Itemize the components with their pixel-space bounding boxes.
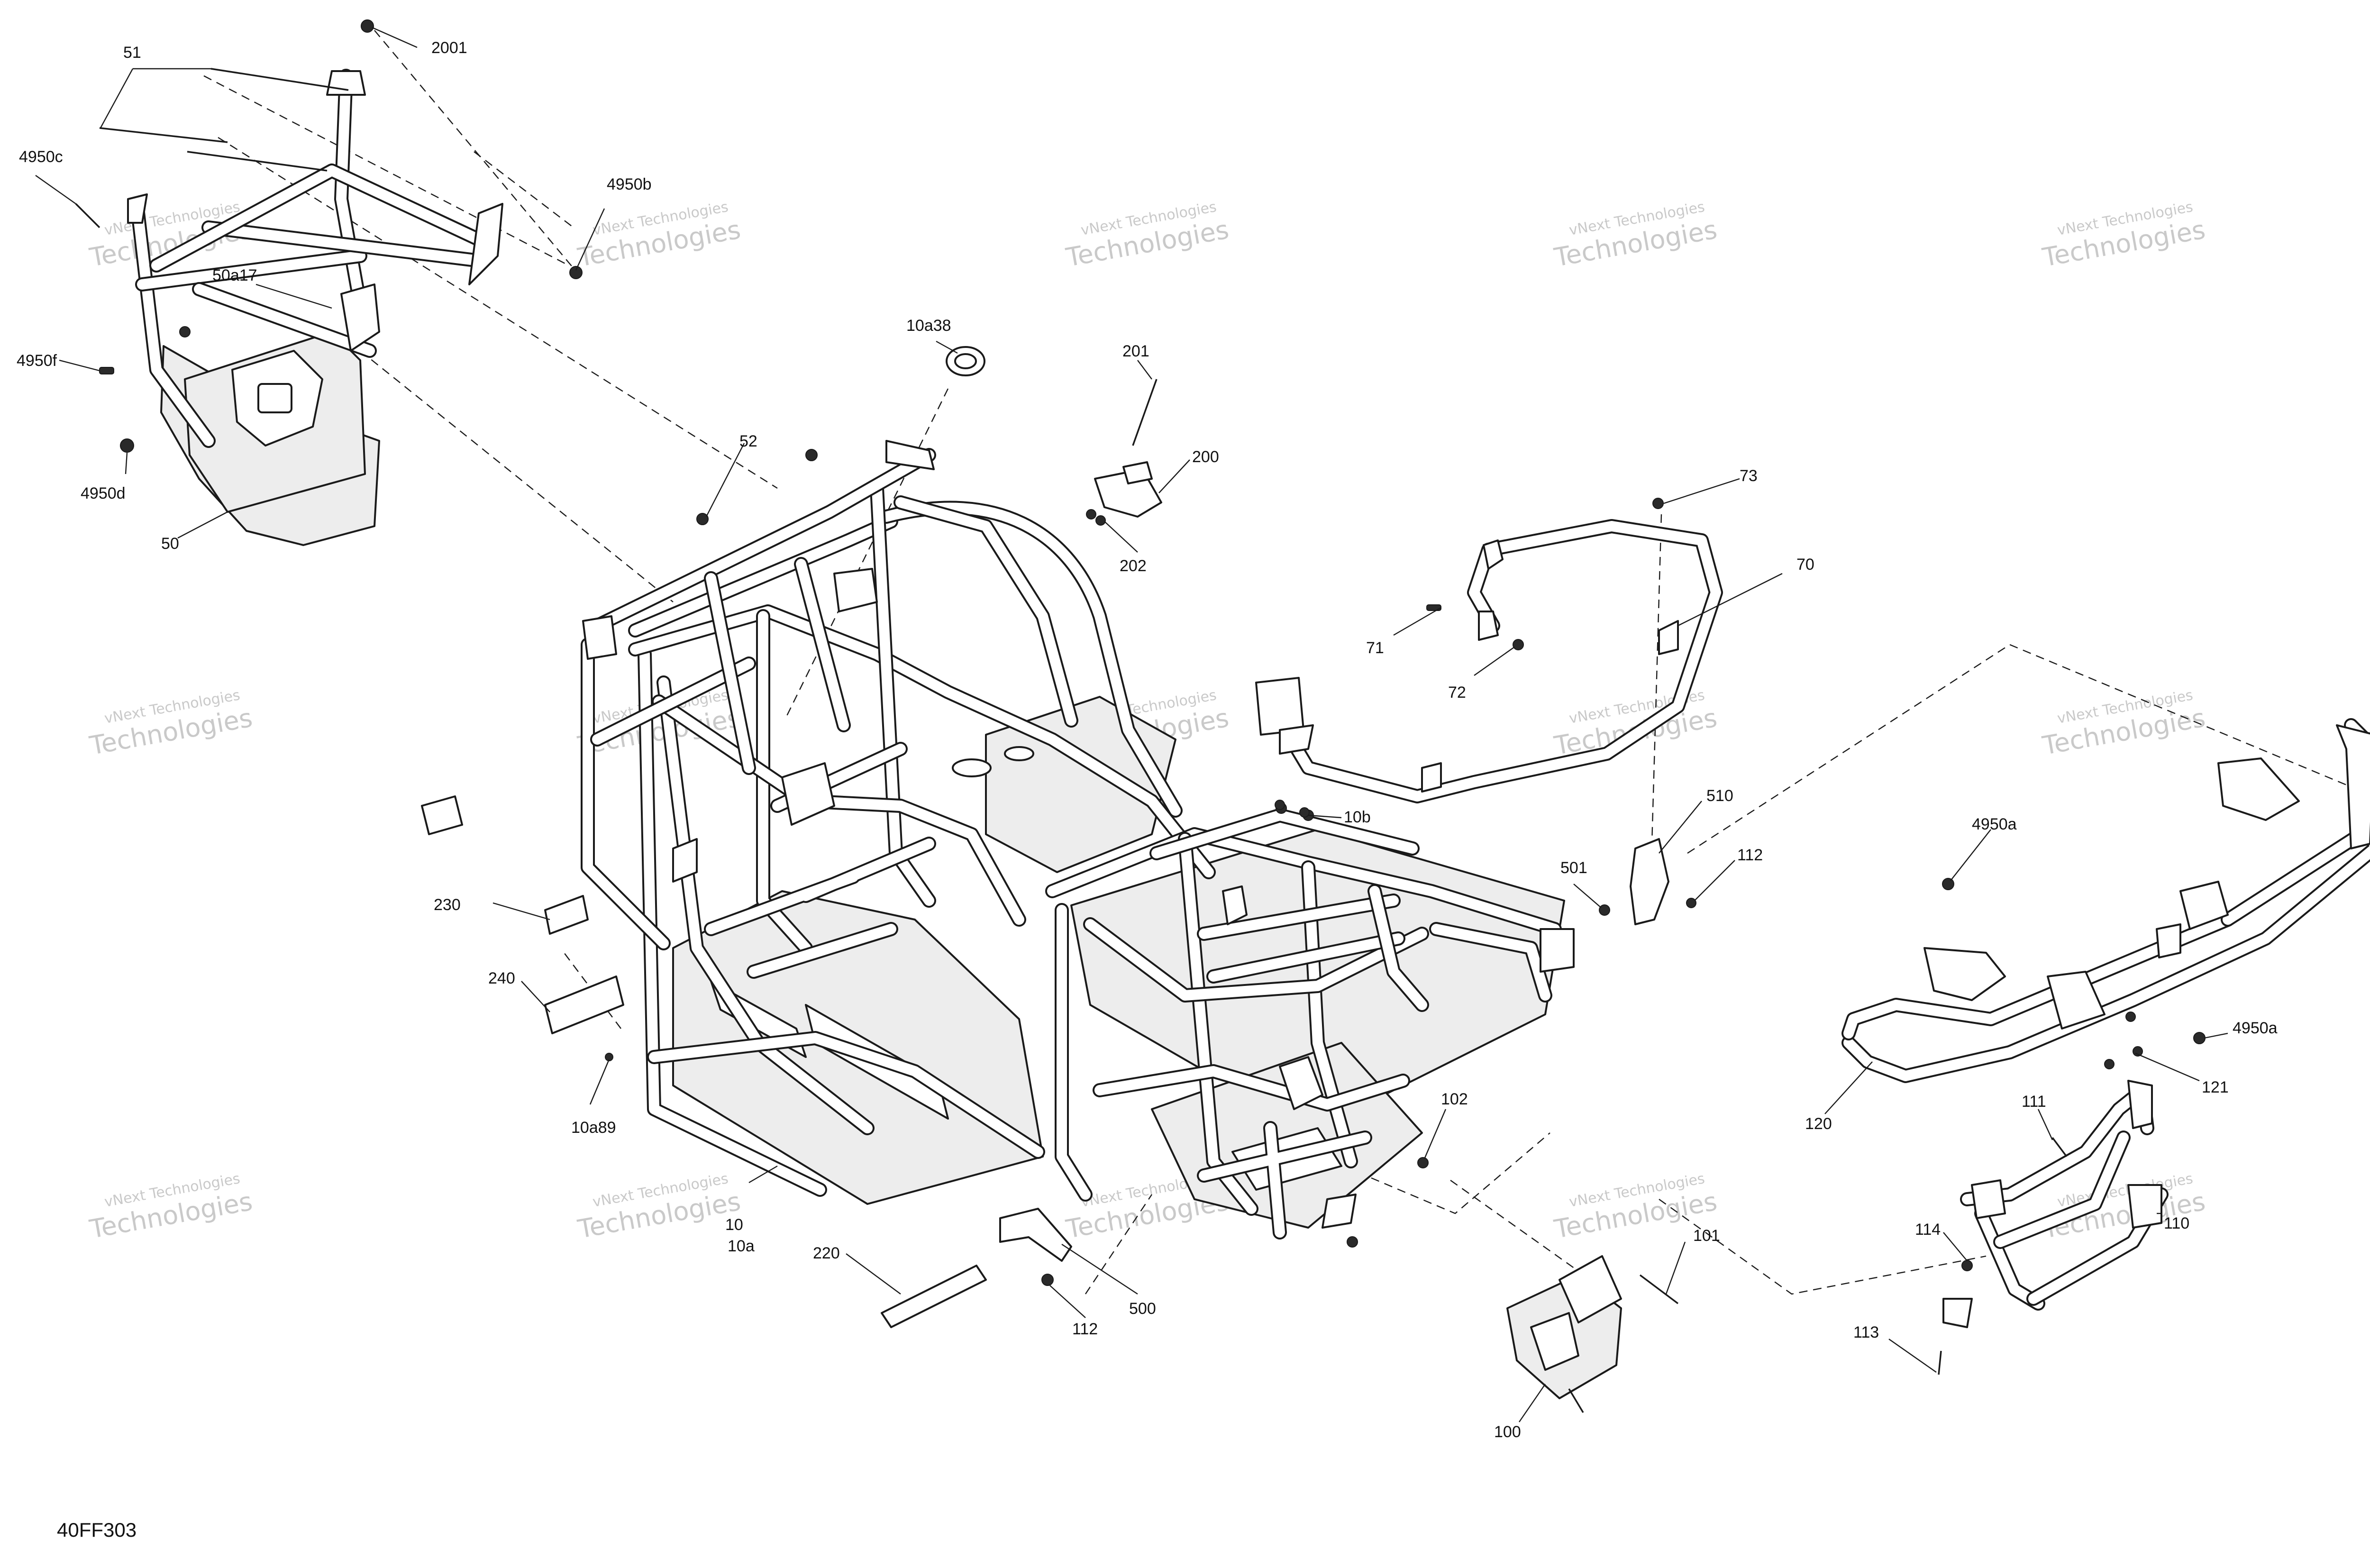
callout-4950a-top: 4950a <box>1972 815 2017 833</box>
callout-labels: 2001 51 4950c 4950b 50a17 4950f 4950d 50… <box>17 39 2278 1441</box>
lower-frame-part-110 <box>1938 1080 2169 1375</box>
callout-200: 200 <box>1192 448 1219 466</box>
grommet-part-10a38 <box>946 346 985 376</box>
callout-4950f: 4950f <box>17 352 57 370</box>
rear-bar-part-70 <box>1255 498 1723 803</box>
pad-part-230 <box>421 795 589 935</box>
callout-10a: 10a <box>728 1237 755 1255</box>
pad-part-240 <box>544 975 624 1061</box>
bracket-part-200 <box>1086 379 1162 526</box>
callout-4950a-right: 4950a <box>2233 1019 2278 1037</box>
skid-part-220 <box>881 1265 987 1328</box>
callout-101: 101 <box>1693 1227 1720 1245</box>
callout-50a17: 50a17 <box>212 266 257 284</box>
callout-102: 102 <box>1441 1090 1468 1108</box>
callout-500: 500 <box>1129 1300 1156 1318</box>
bracket-part-510 <box>1599 838 1696 925</box>
callout-112-rear: 112 <box>1737 846 1763 864</box>
callout-113: 113 <box>1853 1323 1879 1341</box>
callout-230: 230 <box>434 896 461 914</box>
front-subframe-part-50 <box>75 19 583 546</box>
callout-71: 71 <box>1366 639 1384 657</box>
callout-10a89: 10a89 <box>571 1119 616 1137</box>
assembly-dashed-lines <box>203 30 2352 1295</box>
callout-112-frame: 112 <box>1072 1320 1098 1338</box>
bracket-part-100 <box>1347 1157 1679 1413</box>
callout-120: 120 <box>1805 1115 1832 1133</box>
callout-50: 50 <box>161 535 179 553</box>
callout-72: 72 <box>1448 684 1466 702</box>
callout-51: 51 <box>123 44 141 62</box>
callout-202: 202 <box>1120 557 1147 575</box>
callout-220: 220 <box>813 1244 840 1262</box>
callout-70: 70 <box>1796 556 1814 574</box>
callout-111: 111 <box>2022 1093 2046 1111</box>
callout-114: 114 <box>1915 1221 1941 1239</box>
callout-10: 10 <box>725 1216 743 1234</box>
callout-501: 501 <box>1560 859 1587 877</box>
callout-201: 201 <box>1122 342 1149 360</box>
callout-510: 510 <box>1706 787 1733 805</box>
callout-121: 121 <box>2202 1078 2229 1096</box>
callout-4950d: 4950d <box>81 484 126 502</box>
callout-52: 52 <box>739 432 757 450</box>
callout-2001: 2001 <box>431 39 467 57</box>
callout-100: 100 <box>1494 1423 1521 1441</box>
main-frame-part-10 <box>581 440 1575 1240</box>
callout-10a38: 10a38 <box>906 317 951 335</box>
callout-10b: 10b <box>1344 808 1371 826</box>
bracket-part-500 <box>999 1208 1072 1286</box>
figure-reference-code: 40FF303 <box>57 1519 137 1541</box>
callout-240: 240 <box>488 969 515 987</box>
bolt-51-a <box>75 68 349 228</box>
callout-73: 73 <box>1740 467 1758 485</box>
screws-part-10b <box>1275 800 1310 818</box>
callout-4950b: 4950b <box>607 175 652 193</box>
front-bumper-part-120 <box>1841 718 2370 1083</box>
callout-110: 110 <box>2164 1214 2189 1232</box>
callout-4950c: 4950c <box>19 148 63 166</box>
leader-lines <box>35 27 2228 1422</box>
